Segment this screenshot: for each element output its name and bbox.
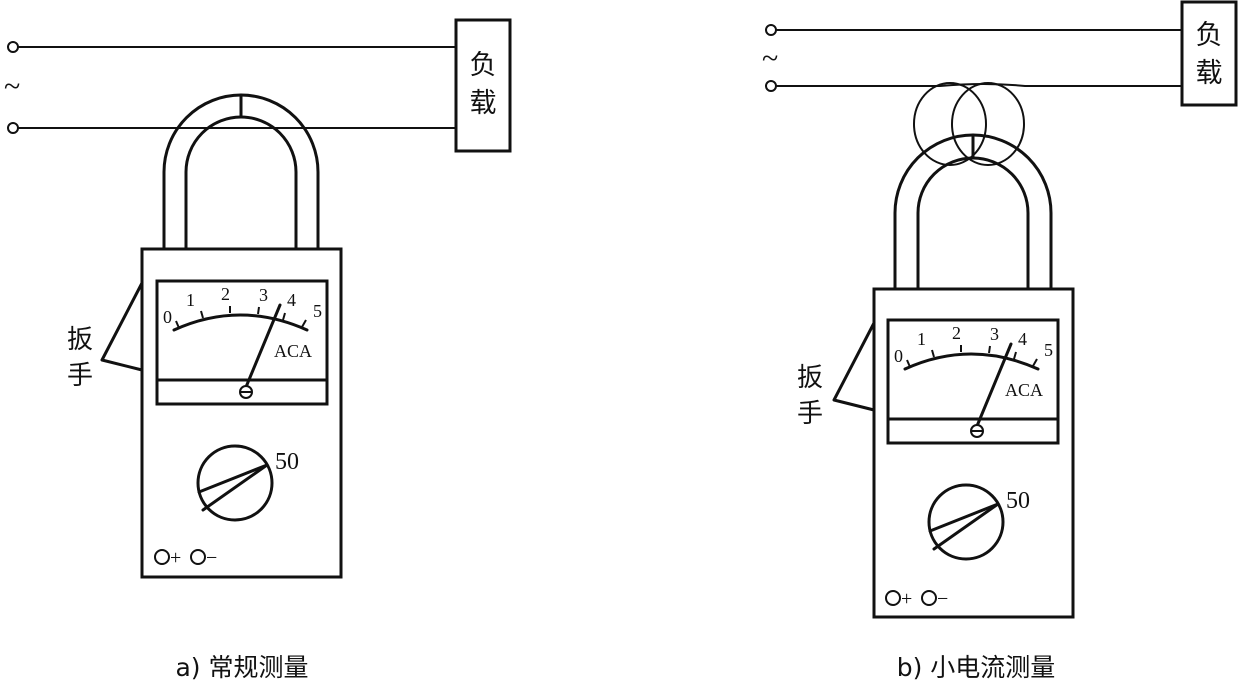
range-knob-pointer-b	[201, 463, 269, 512]
load-label-1: 负	[1196, 20, 1223, 51]
range-knob[interactable]	[927, 483, 1005, 561]
ac-symbol: ~	[762, 42, 778, 75]
minus-label: −	[937, 588, 948, 610]
range-knob-pointer-a	[928, 502, 1000, 533]
wire-loop-left	[913, 82, 987, 166]
panel-a: ~ 负 载 扳 手 0 1 2 3 4	[4, 18, 512, 682]
source-terminal-top	[765, 24, 777, 36]
wrench-lever	[832, 321, 876, 412]
clamp-jaw-inner	[916, 156, 1030, 292]
dial-tick-label: 2	[221, 284, 230, 304]
dial-window	[155, 279, 329, 406]
range-knob-pointer-b	[932, 502, 1000, 551]
ac-symbol: ~	[4, 70, 20, 103]
caption-b: b) 小电流测量	[897, 653, 1056, 682]
unit-label: ACA	[274, 341, 312, 361]
load-box	[1180, 0, 1238, 107]
dial-tick-label: 2	[952, 323, 961, 343]
wrench-label-1: 扳	[67, 325, 93, 355]
dial-tick-labels: 0 1 2 3 4 5	[163, 284, 322, 327]
dial-tick-label: 4	[287, 290, 296, 310]
load-box	[454, 18, 512, 153]
source-terminal-bottom	[7, 122, 19, 134]
dial-needle	[975, 342, 1013, 428]
panel-b: ~ 负 载 扳 手 0 1 2	[762, 0, 1238, 682]
dial-tick-labels: 0 1 2 3 4 5	[894, 323, 1053, 366]
wrench-label-2: 手	[67, 361, 93, 391]
dial-scale-ticks	[906, 345, 1038, 368]
wire-loop-right	[951, 82, 1025, 166]
unit-label: ACA	[1005, 380, 1043, 400]
range-label: 50	[1006, 488, 1030, 514]
dial-tick-label: 3	[259, 285, 268, 305]
range-knob-pointer-a	[197, 463, 269, 494]
wrench-lever	[100, 281, 144, 372]
dial-tick-label: 1	[186, 290, 195, 310]
dial-scale-arc	[903, 352, 1040, 371]
minus-jack[interactable]	[921, 590, 937, 606]
dial-tick-label: 3	[990, 324, 999, 344]
dial-tick-label: 5	[313, 301, 322, 321]
plus-jack[interactable]	[885, 590, 901, 606]
load-label-2: 载	[470, 88, 497, 119]
clamp-jaw-inner	[184, 115, 298, 252]
minus-jack[interactable]	[190, 549, 206, 565]
dial-window	[886, 318, 1060, 445]
load-label-1: 负	[470, 50, 497, 81]
load-label-2: 载	[1196, 58, 1223, 89]
plus-label: +	[901, 588, 912, 610]
dial-tick-label: 4	[1018, 329, 1027, 349]
dial-tick-label: 1	[917, 329, 926, 349]
minus-label: −	[206, 547, 217, 569]
dial-tick-label: 0	[894, 346, 903, 366]
plus-jack[interactable]	[154, 549, 170, 565]
plus-label: +	[170, 547, 181, 569]
wrench-label-2: 手	[797, 399, 823, 429]
range-label: 50	[275, 449, 299, 475]
wrench-label-1: 扳	[797, 363, 823, 393]
source-terminal-bottom	[765, 80, 777, 92]
dial-tick-label: 5	[1044, 340, 1053, 360]
range-knob[interactable]	[196, 444, 274, 522]
dial-scale-ticks	[175, 306, 307, 329]
dial-scale-arc	[172, 313, 309, 332]
source-terminal-top	[7, 41, 19, 53]
dial-tick-label: 0	[163, 307, 172, 327]
caption-a: a) 常规测量	[175, 653, 308, 682]
dial-needle	[244, 303, 282, 389]
